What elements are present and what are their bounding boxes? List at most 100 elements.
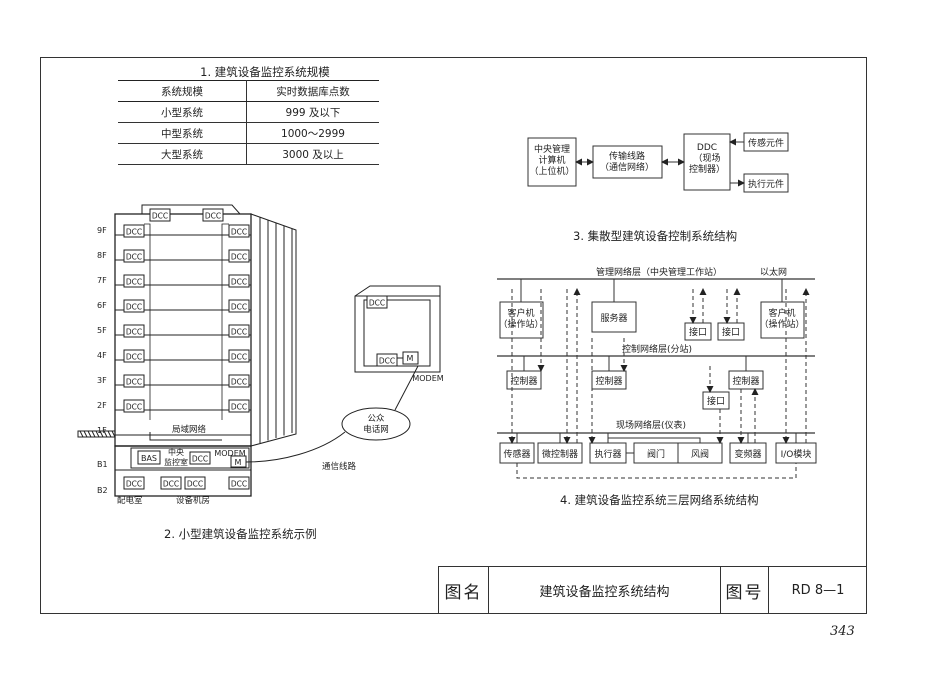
table-header-row: 系统规模 实时数据库点数 bbox=[118, 80, 379, 102]
riser-right bbox=[221, 223, 229, 420]
micro-controller-label: 微控制器 bbox=[542, 448, 578, 460]
actuator-element-label: 执行元件 bbox=[748, 178, 784, 190]
dcc-box bbox=[149, 208, 171, 222]
ground-hatch-line bbox=[111, 430, 116, 438]
dcc-label: DCC bbox=[126, 303, 142, 312]
distributed-control-diagram: 中央管理计算机（上位机） 传输线路（通信网络） DDC（现场控制器） 传感元件 … bbox=[527, 132, 789, 193]
lan-label: 局域网络 bbox=[172, 424, 207, 435]
caption-distributed-system: 3. 集散型建筑设备控制系统结构 bbox=[573, 229, 738, 243]
title-block-number-label: 图号 bbox=[720, 566, 768, 614]
dcc-label: DCC bbox=[126, 378, 142, 387]
controller-label: 控制器 bbox=[510, 375, 537, 387]
phone-network-label: 电话网 bbox=[363, 424, 389, 435]
executor-label: 执行器 bbox=[594, 448, 621, 460]
ground-hatch-line bbox=[103, 430, 108, 438]
table-cell: 3000 及以上 bbox=[246, 143, 379, 165]
ground-hatch-line bbox=[99, 430, 104, 438]
title-block-number: RD 8—1 bbox=[768, 566, 867, 614]
ground-hatch-line bbox=[83, 430, 88, 438]
ground-hatch-line bbox=[95, 430, 100, 438]
dcc-label: DCC bbox=[231, 480, 247, 489]
dcc-label: DCC bbox=[231, 353, 247, 362]
control-layer-label: 控制网络层(分站) bbox=[622, 343, 692, 355]
interface-box bbox=[702, 391, 730, 410]
ground-hatch-line bbox=[87, 430, 92, 438]
bas-label: BAS bbox=[141, 454, 157, 463]
dcc-label: DCC bbox=[126, 328, 142, 337]
damper-label: 风阀 bbox=[691, 449, 709, 460]
ddc-label: DDC（现场控制器） bbox=[689, 143, 725, 175]
floor-label: 7F bbox=[97, 276, 107, 285]
modem-label-remote: MODEM bbox=[412, 374, 443, 383]
interface-box bbox=[717, 322, 745, 341]
phone-network-label: 公众 bbox=[367, 414, 385, 424]
dcc-label: DCC bbox=[369, 299, 385, 308]
dcc-label: DCC bbox=[205, 212, 221, 221]
phone-link bbox=[394, 365, 419, 411]
dcc-box bbox=[123, 274, 145, 288]
dcc-box bbox=[228, 224, 250, 238]
dcc-label: DCC bbox=[231, 253, 247, 262]
dcc-box bbox=[366, 295, 388, 309]
drawing-frame bbox=[40, 57, 867, 614]
dcc-box bbox=[123, 224, 145, 238]
floor-label: B2 bbox=[97, 486, 108, 495]
dcc-box bbox=[189, 451, 211, 465]
three-layer-network-diagram: 管理网络层（中央管理工作站） 以太网 控制网络层(分站) 现场网络层(仪表) 客… bbox=[497, 266, 817, 479]
sensor-element-label: 传感元件 bbox=[748, 137, 784, 149]
dcc-box bbox=[123, 299, 145, 313]
floor-label: 2F bbox=[97, 401, 107, 410]
equipment-room-label: 设备机房 bbox=[176, 495, 210, 506]
floor-label: 3F bbox=[97, 376, 107, 385]
ground-hatch-line bbox=[107, 430, 112, 438]
dcc-label: DCC bbox=[231, 328, 247, 337]
power-room-label: 配电室 bbox=[117, 495, 143, 506]
dcc-label: DCC bbox=[126, 353, 142, 362]
ground-hatch-line bbox=[79, 430, 84, 438]
dcc-label: DCC bbox=[152, 212, 168, 221]
floor-label: 4F bbox=[97, 351, 107, 360]
title-block-top-rule bbox=[438, 566, 867, 567]
modem-m-label: M bbox=[235, 458, 242, 467]
bas-box bbox=[137, 450, 161, 465]
dcc-box bbox=[228, 399, 250, 413]
scale-table: 系统规模 实时数据库点数 小型系统 999 及以下 中型系统 1000～2999… bbox=[118, 80, 379, 165]
dcc-box bbox=[376, 353, 398, 367]
table-cell: 大型系统 bbox=[118, 143, 247, 165]
central-control-room bbox=[130, 447, 250, 469]
field-layer-label: 现场网络层(仪表) bbox=[616, 419, 686, 431]
valve-label: 阀门 bbox=[647, 448, 665, 460]
table-row: 小型系统 999 及以下 bbox=[118, 101, 379, 123]
lan-bus bbox=[149, 432, 222, 441]
dcc-label: DCC bbox=[192, 455, 208, 464]
dcc-label: DCC bbox=[126, 278, 142, 287]
interface-label: 接口 bbox=[689, 326, 707, 338]
transmission-label: 传输线路（通信网络） bbox=[600, 150, 654, 173]
ddc-box bbox=[683, 133, 731, 191]
dcc-box bbox=[228, 349, 250, 363]
floor-label: 9F bbox=[97, 226, 107, 235]
floor-label: 6F bbox=[97, 301, 107, 310]
controller-label: 控制器 bbox=[732, 375, 759, 387]
dcc-box bbox=[123, 349, 145, 363]
communication-line bbox=[245, 431, 346, 463]
ethernet-label: 以太网 bbox=[760, 266, 787, 278]
dcc-box bbox=[202, 208, 224, 222]
dcc-label: DCC bbox=[231, 278, 247, 287]
client-label-right: 客户机（操作站） bbox=[759, 307, 804, 330]
floor-label: 8F bbox=[97, 251, 107, 260]
interface-box bbox=[684, 322, 712, 341]
dcc-label: DCC bbox=[126, 253, 142, 262]
dcc-box bbox=[123, 249, 145, 263]
dcc-label: DCC bbox=[231, 403, 247, 412]
dcc-label: DCC bbox=[163, 480, 179, 489]
dcc-label: DCC bbox=[187, 480, 203, 489]
io-module-label: I/O模块 bbox=[781, 448, 812, 460]
table-row: 大型系统 3000 及以上 bbox=[118, 143, 379, 165]
server-label: 服务器 bbox=[600, 312, 627, 324]
communication-line-label: 通信线路 bbox=[322, 461, 357, 472]
page-number: 343 bbox=[830, 624, 855, 639]
dcc-label: DCC bbox=[126, 480, 142, 489]
